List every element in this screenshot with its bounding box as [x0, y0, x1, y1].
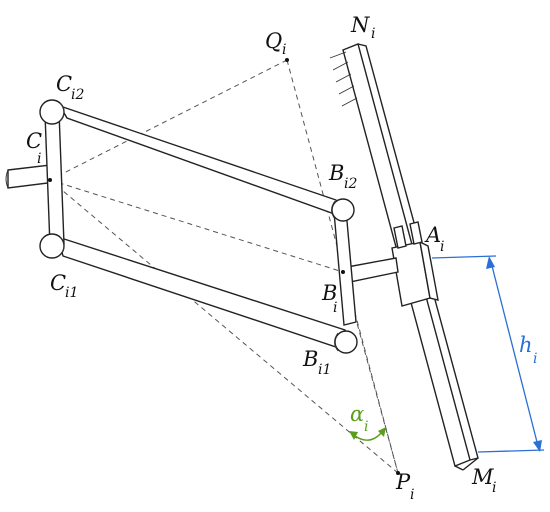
label-b-sub: i [333, 300, 337, 316]
points [48, 58, 400, 475]
label-c2-sub: i2 [71, 87, 84, 103]
angle-arc [354, 431, 383, 441]
point-b [341, 270, 345, 274]
rod-c2-b2 [58, 104, 341, 218]
rod-c1-b1 [56, 235, 346, 351]
label-c: C [26, 129, 42, 153]
label-c-sub: i [37, 151, 41, 167]
dimension-line [490, 261, 539, 447]
link-c [44, 111, 65, 247]
slider-block-a [391, 221, 439, 307]
line-c-p [49, 179, 399, 474]
angle-alpha [349, 427, 386, 441]
label-q-sub: i [282, 42, 286, 58]
label-alpha-sub: i [364, 419, 368, 435]
line-b-p [342, 271, 399, 474]
mount-base [7, 164, 51, 189]
rod-lower [56, 235, 346, 351]
label-a: A [424, 223, 441, 247]
dimension-h [431, 255, 545, 453]
label-p-sub: i [410, 487, 414, 503]
label-n-sub: i [371, 26, 375, 42]
mount-c [5, 164, 51, 189]
point-p [396, 471, 400, 475]
label-b1-sub: i1 [318, 362, 331, 378]
label-c1-sub: i1 [65, 285, 78, 301]
ground-hatching [329, 51, 358, 107]
label-m-sub: i [492, 480, 496, 496]
label-b2: B [328, 161, 344, 185]
label-h: h [519, 333, 533, 357]
label-b: B [321, 281, 337, 305]
joint-b2 [331, 198, 355, 222]
joint-b1 [334, 330, 358, 354]
label-b2-sub: i2 [344, 176, 357, 192]
construction-lines [49, 59, 399, 474]
label-b1: B [302, 347, 318, 371]
point-c [48, 178, 52, 182]
label-q: Q [265, 29, 282, 53]
label-c2: C [56, 72, 72, 96]
rod-upper [58, 104, 341, 218]
slider-side [419, 240, 439, 301]
point-q [285, 58, 289, 62]
label-alpha: α [350, 402, 364, 426]
labels: Q i N i C i2 C i C i1 B i2 A i B i B i1 … [26, 13, 537, 503]
label-p: P [395, 470, 411, 494]
label-n: N [350, 13, 370, 37]
link-c-body [44, 111, 65, 247]
line-c-b [49, 179, 344, 273]
label-h-sub: i [533, 351, 537, 367]
label-m: M [471, 465, 494, 489]
label-a-sub: i [440, 239, 444, 255]
label-c1: C [50, 271, 66, 295]
joints [39, 99, 358, 354]
